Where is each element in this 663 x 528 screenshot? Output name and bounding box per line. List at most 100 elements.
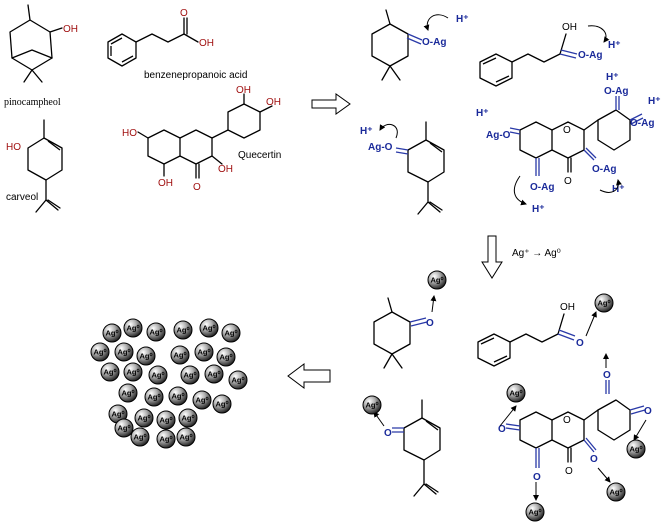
quercetin-o-ag-right: O-Ag xyxy=(630,118,654,129)
acid-o-ag: O-Ag xyxy=(578,50,602,61)
pinocampheol-ag-complex: O-Ag H⁺ xyxy=(371,9,469,81)
ag-nanoparticle: Ag⁰ xyxy=(156,410,176,430)
carvone-product: O xyxy=(373,399,441,497)
ag-nanoparticle: Ag⁰ xyxy=(136,346,156,366)
quercetin-oh-bottom: OH xyxy=(158,178,173,189)
quercetin-ho-left: HO xyxy=(122,128,137,139)
svg-text:Ag⁰: Ag⁰ xyxy=(176,326,190,335)
quercetin-oh-top: OH xyxy=(236,85,251,96)
svg-text:Ag⁰: Ag⁰ xyxy=(117,348,131,357)
ag-nanoparticle: Ag⁰ xyxy=(204,364,224,384)
ag-nanoparticle: Ag⁰ xyxy=(212,394,232,414)
ag-nanoparticle: Ag⁰ xyxy=(170,345,190,365)
product-acid-o: O xyxy=(576,338,584,349)
ag-nanoparticle: Ag⁰ xyxy=(102,323,122,343)
quercetin-ring-o: O xyxy=(563,125,571,136)
product-pinocamph-o: O xyxy=(426,318,434,329)
pinocampheol-label: pinocampheol xyxy=(4,97,61,108)
svg-text:Ag⁰: Ag⁰ xyxy=(224,329,238,338)
svg-text:Ag⁰: Ag⁰ xyxy=(197,348,211,357)
ag-particle: Ag⁰ xyxy=(606,482,626,502)
svg-text:Ag⁰: Ag⁰ xyxy=(509,389,523,398)
quercetin-structure: HO OH O OH OH OH Quecertin xyxy=(122,85,281,193)
h-plus-pinocamph: H⁺ xyxy=(456,14,469,25)
svg-text:Ag⁰: Ag⁰ xyxy=(159,435,173,444)
svg-text:Ag⁰: Ag⁰ xyxy=(133,433,147,442)
ag-particle: Ag⁰ xyxy=(362,395,382,415)
h-plus-q5: H⁺ xyxy=(612,184,625,195)
svg-text:Ag⁰: Ag⁰ xyxy=(105,329,119,338)
quercetin-o-ag-3: O-Ag xyxy=(592,164,616,175)
ag-nanoparticle: Ag⁰ xyxy=(199,318,219,338)
svg-text:Ag⁰: Ag⁰ xyxy=(126,324,140,333)
reduction-label: Ag⁺ → Ag⁰ xyxy=(512,248,561,259)
ag-nanoparticle: Ag⁰ xyxy=(146,322,166,342)
ag-nanoparticle: Ag⁰ xyxy=(194,342,214,362)
hollow-arrow-left xyxy=(287,363,331,389)
svg-text:Ag⁰: Ag⁰ xyxy=(202,324,216,333)
ag-nanoparticle: Ag⁰ xyxy=(134,408,154,428)
ag-particle: Ag⁰ xyxy=(626,439,646,459)
quercetin-oh-3: OH xyxy=(218,164,233,175)
svg-text:Ag⁰: Ag⁰ xyxy=(430,276,444,285)
svg-text:Ag⁰: Ag⁰ xyxy=(103,368,117,377)
acid-oh-label: OH xyxy=(199,38,214,49)
quercetin-label: Quecertin xyxy=(238,150,281,161)
product-q-o-top: O xyxy=(603,370,611,381)
quercetin-o-ag-top: O-Ag xyxy=(604,86,628,97)
ag-nanoparticle: Ag⁰ xyxy=(148,365,168,385)
svg-text:Ag⁰: Ag⁰ xyxy=(139,352,153,361)
acid-oh-activated: OH xyxy=(562,22,577,33)
h-plus-q2: H⁺ xyxy=(648,96,661,107)
svg-text:Ag⁰: Ag⁰ xyxy=(181,414,195,423)
svg-text:Ag⁰: Ag⁰ xyxy=(149,328,163,337)
svg-text:Ag⁰: Ag⁰ xyxy=(111,410,125,419)
h-plus-q4: H⁺ xyxy=(532,204,545,215)
h-plus-q1: H⁺ xyxy=(606,72,619,83)
svg-text:Ag⁰: Ag⁰ xyxy=(528,508,542,517)
product-q-ketone-o: O xyxy=(565,466,573,477)
ag-nanoparticle: Ag⁰ xyxy=(173,320,193,340)
pinocampheol-oh-label: OH xyxy=(63,24,78,35)
product-q-o-right: O xyxy=(644,406,652,417)
quercetin-oh-right: OH xyxy=(266,97,281,108)
ag-particle: Ag⁰ xyxy=(427,270,447,290)
ag-nanoparticle: Ag⁰ xyxy=(130,427,150,447)
acid-ag-complex: OH O-Ag H⁺ xyxy=(479,22,621,87)
svg-text:Ag⁰: Ag⁰ xyxy=(147,393,161,402)
quercetin-product: O O O O O O O xyxy=(498,353,652,501)
svg-text:Ag⁰: Ag⁰ xyxy=(93,348,107,357)
ag-nanoparticle: Ag⁰ xyxy=(221,323,241,343)
svg-text:Ag⁰: Ag⁰ xyxy=(121,389,135,398)
quercetin-ag-o-left: Ag-O xyxy=(486,130,511,141)
product-q-ring-o: O xyxy=(563,415,571,426)
svg-text:Ag⁰: Ag⁰ xyxy=(629,445,643,454)
ag-nanoparticle: Ag⁰ xyxy=(180,365,200,385)
product-q-o-left: O xyxy=(498,424,506,435)
quercetin-o-ag-bottom: O-Ag xyxy=(530,182,554,193)
ag-nanoparticle: Ag⁰ xyxy=(90,342,110,362)
svg-text:Ag⁰: Ag⁰ xyxy=(215,400,229,409)
pinocampheol-structure: OH pinocampheol xyxy=(4,4,78,108)
svg-text:Ag⁰: Ag⁰ xyxy=(195,396,209,405)
benzenepropanoic-acid-label: benzenepropanoic acid xyxy=(144,70,247,81)
svg-text:Ag⁰: Ag⁰ xyxy=(231,376,245,385)
hollow-arrow-right xyxy=(311,93,351,115)
ag-nanoparticle: Ag⁰ xyxy=(114,418,134,438)
ag-nanoparticle: Ag⁰ xyxy=(216,347,236,367)
svg-text:Ag⁰: Ag⁰ xyxy=(173,351,187,360)
svg-text:Ag⁰: Ag⁰ xyxy=(183,371,197,380)
acid-carbonyl-o: O xyxy=(180,8,188,19)
ag-nanoparticle: Ag⁰ xyxy=(118,383,138,403)
hollow-arrow-down xyxy=(481,235,503,279)
product-carveol-o: O xyxy=(384,428,392,439)
ag-nanoparticle: Ag⁰ xyxy=(114,342,134,362)
quercetin-carbonyl-o: O xyxy=(193,182,201,193)
quercetin-ag-complex: O O O-Ag O-Ag Ag-O O-Ag O-Ag H⁺ H⁺ H⁺ H⁺… xyxy=(476,72,661,215)
svg-text:Ag⁰: Ag⁰ xyxy=(179,433,193,442)
svg-text:Ag⁰: Ag⁰ xyxy=(609,488,623,497)
ag-nanoparticle: Ag⁰ xyxy=(123,318,143,338)
